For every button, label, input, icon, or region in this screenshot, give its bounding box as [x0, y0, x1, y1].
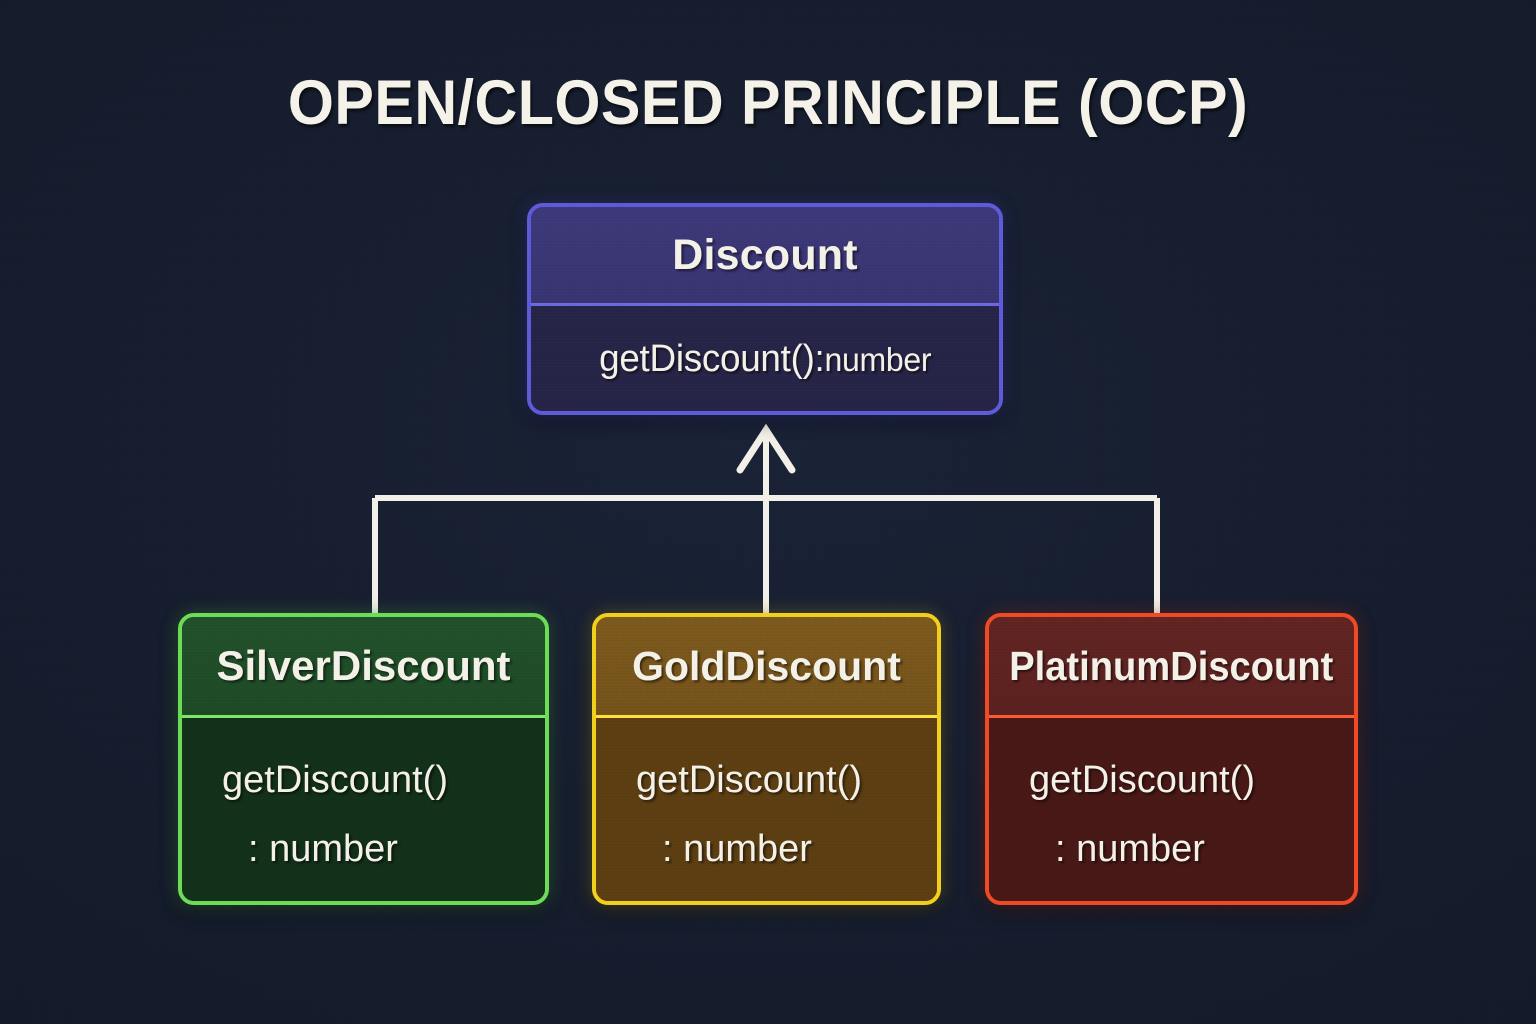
class-name-discount: Discount [672, 230, 858, 279]
inheritance-arrowhead [736, 423, 796, 474]
method-return-discount: number [824, 340, 932, 378]
class-header-platinumdiscount: PlatinumDiscount [989, 617, 1354, 718]
method-platinumdiscount-line1: getDiscount() [1029, 759, 1255, 801]
class-body-discount: getDiscount():number [531, 306, 999, 411]
class-name-golddiscount: GoldDiscount [632, 642, 901, 689]
page-title: OPEN/CLOSED PRINCIPLE (OCP) [287, 68, 1249, 138]
method-silverdiscount-line2: : number [248, 828, 398, 870]
class-body-golddiscount: getDiscount() : number [596, 718, 937, 901]
class-box-silverdiscount[interactable]: SilverDiscount getDiscount() : number [178, 613, 549, 905]
method-golddiscount-line1: getDiscount() [636, 759, 862, 801]
class-header-discount: Discount [531, 207, 999, 306]
class-box-discount[interactable]: Discount getDiscount():number [527, 203, 1003, 415]
method-silverdiscount-line1: getDiscount() [222, 759, 448, 801]
class-body-platinumdiscount: getDiscount() : number [989, 718, 1354, 901]
method-discount: getDiscount():number [599, 338, 931, 381]
class-name-silverdiscount: SilverDiscount [216, 642, 511, 689]
class-body-silverdiscount: getDiscount() : number [182, 718, 545, 901]
class-header-golddiscount: GoldDiscount [596, 617, 937, 718]
class-box-platinumdiscount[interactable]: PlatinumDiscount getDiscount() : number [985, 613, 1358, 905]
class-header-silverdiscount: SilverDiscount [182, 617, 545, 718]
method-platinumdiscount-line2: : number [1055, 828, 1205, 870]
method-signature-discount: getDiscount(): [598, 337, 825, 380]
class-name-platinumdiscount: PlatinumDiscount [1009, 642, 1334, 689]
class-box-golddiscount[interactable]: GoldDiscount getDiscount() : number [592, 613, 941, 905]
method-golddiscount-line2: : number [662, 828, 812, 870]
